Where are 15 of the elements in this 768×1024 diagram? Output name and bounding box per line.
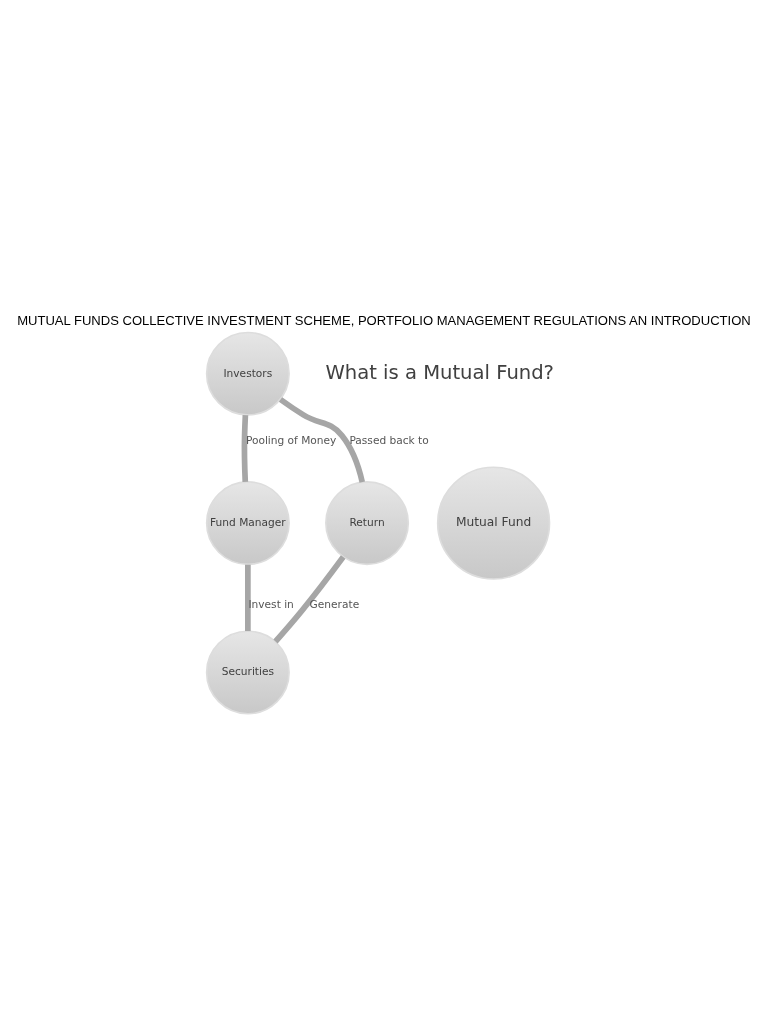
node-circle: Return [325,480,410,565]
connector [273,554,346,643]
edge-label: Generate [309,597,360,611]
node-circle: Mutual Fund [436,465,551,580]
edge-label: Invest in [248,597,294,611]
node-circle: Fund Manager [205,480,290,565]
node-circle: Investors [205,331,290,416]
connector [245,564,251,631]
label: What is a Mutual Fund? [325,360,555,384]
diagram-title: MUTUAL FUNDS COLLECTIVE INVESTMENT SCHEME, PORTFOLIO MANAGEMENT REGULATIONS AN INTRODUCTION [17,312,751,328]
edge-label: Pooling of Money [245,433,337,447]
node-circle: Securities [205,629,290,715]
connector [278,396,366,483]
connector [241,414,249,482]
edge-label: Passed back to [349,433,429,447]
